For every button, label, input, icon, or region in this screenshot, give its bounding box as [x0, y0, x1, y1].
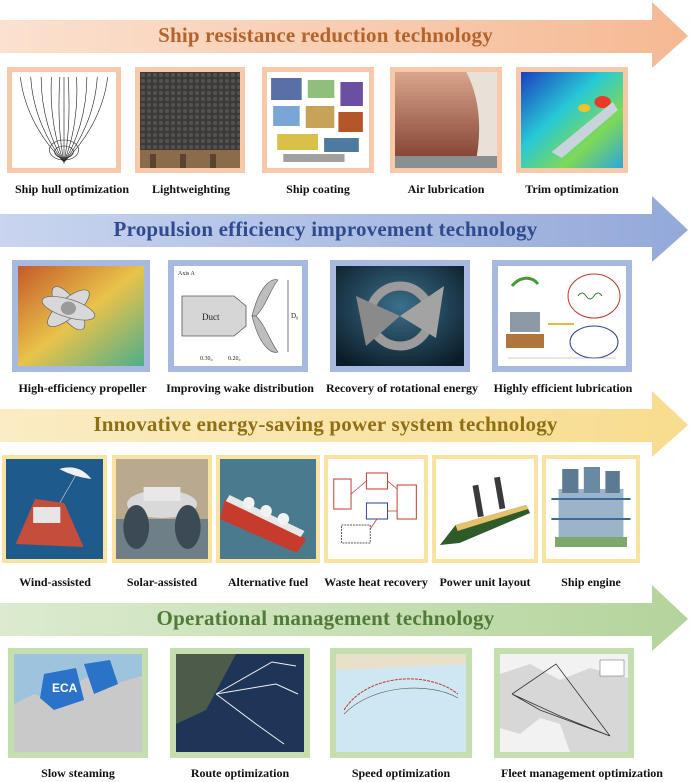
image-fleet-management	[494, 648, 634, 758]
image-trim-optimization	[516, 67, 628, 173]
arrow-shape-operation	[0, 585, 688, 651]
image-wind-assisted	[2, 455, 107, 563]
caption-propeller: High-efficiency propeller	[18, 381, 147, 395]
caption-solar-assisted: Solar-assisted	[126, 575, 198, 589]
caption-fleet-management: Fleet management optimization	[501, 766, 663, 780]
eca-map: ECA	[14, 654, 142, 752]
image-power-unit	[432, 455, 538, 563]
banner-operation: Operational management technology	[0, 583, 691, 653]
section-title-operation: Operational management technology	[156, 606, 495, 630]
caption-trim-optimization: Trim optimization	[525, 182, 619, 196]
diameter-label: D₀	[291, 312, 299, 320]
image-route-optimization	[170, 648, 310, 758]
sail-ship-render	[436, 459, 534, 559]
caption-air-lubrication: Air lubrication	[407, 182, 485, 196]
image-ship-engine	[542, 455, 640, 563]
ocean-route-chart	[336, 654, 466, 752]
image-wake-distribution: Axis A Duct D₀ 0.30₀ 0.20₀	[168, 260, 308, 372]
image-speed-optimization	[330, 648, 472, 758]
solar-ship-photo	[116, 459, 208, 559]
image-solar-assisted	[112, 455, 212, 563]
arrow-shape-resistance	[0, 2, 688, 68]
dimension-right: 0.20₀	[228, 356, 241, 362]
banner-resistance: Ship resistance reduction technology	[0, 0, 691, 70]
dimension-left: 0.30₀	[200, 356, 213, 362]
lng-tanker-photo	[220, 459, 316, 559]
caption-rotational-energy: Recovery of rotational energy	[325, 381, 479, 395]
duct-propeller-diagram: Axis A Duct D₀ 0.30₀ 0.20₀	[174, 266, 302, 366]
section-title-power: Innovative energy-saving power system te…	[93, 412, 558, 436]
caption-wake-distribution: Improving wake distribution	[166, 381, 314, 395]
lubrication-schematic	[498, 266, 626, 366]
caption-power-unit: Power unit layout	[439, 575, 531, 589]
banner-propulsion: Propulsion efficiency improvement techno…	[0, 194, 691, 264]
kite-ship-photo	[6, 459, 103, 559]
section-title-resistance: Ship resistance reduction technology	[158, 23, 493, 47]
propeller-render	[18, 266, 144, 366]
caption-hull-optimization: Ship hull optimization	[14, 182, 130, 196]
lightweight-panel-photo	[140, 72, 240, 168]
section-title-propulsion: Propulsion efficiency improvement techno…	[113, 217, 538, 241]
hull-photo	[395, 72, 497, 168]
arrow-shape-power	[0, 391, 688, 457]
banner-power: Innovative energy-saving power system te…	[0, 389, 691, 459]
image-lubrication	[492, 260, 632, 372]
image-rotational-energy	[330, 260, 470, 372]
engine-render	[546, 459, 636, 559]
arrow-shape-propulsion	[0, 196, 688, 262]
image-slow-steaming: ECA	[8, 648, 148, 758]
rotational-energy-render	[336, 266, 464, 366]
caption-alternative-fuel: Alternative fuel	[227, 575, 309, 589]
route-map	[176, 654, 304, 752]
caption-lightweighting: Lightweighting	[151, 182, 230, 196]
duct-label: Duct	[202, 312, 220, 322]
caption-wind-assisted: Wind-assisted	[19, 575, 91, 589]
caption-route-optimization: Route optimization	[190, 766, 290, 780]
coating-schematic	[267, 72, 369, 168]
caption-slow-steaming: Slow steaming	[41, 766, 115, 780]
cfd-pressure-field	[521, 72, 623, 168]
caption-ship-engine: Ship engine	[561, 575, 621, 589]
fleet-network-map	[500, 654, 628, 752]
diagram-corner-label: Axis A	[178, 271, 196, 277]
caption-ship-coating: Ship coating	[286, 182, 350, 196]
hull-lines-drawing	[12, 72, 116, 168]
image-lightweighting	[135, 67, 245, 173]
image-air-lubrication	[390, 67, 502, 173]
heat-recovery-diagram	[328, 459, 424, 559]
image-propeller	[12, 260, 150, 372]
caption-speed-optimization: Speed optimization	[351, 766, 451, 780]
image-hull-lines	[7, 67, 121, 173]
image-alternative-fuel	[216, 455, 320, 563]
caption-lubrication: Highly efficient lubrication	[493, 381, 633, 395]
eca-label: ECA	[52, 681, 78, 695]
image-ship-coating	[262, 67, 374, 173]
image-waste-heat	[324, 455, 428, 563]
caption-waste-heat: Waste heat recovery	[324, 575, 428, 589]
